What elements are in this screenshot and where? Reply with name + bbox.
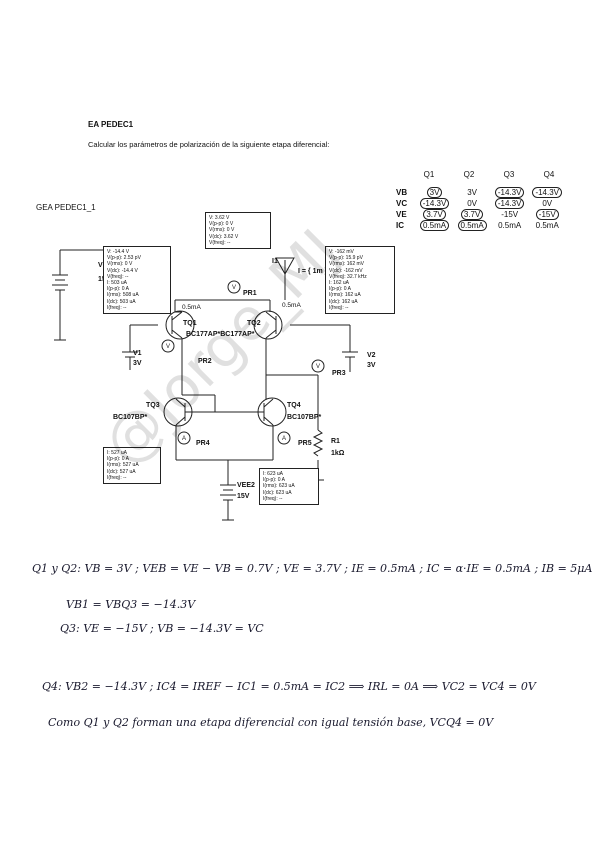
table-cell: 3V [426,187,443,198]
r1-label: R1 [331,438,340,445]
table-cell: 3V [467,188,477,197]
pr5-label: PR5 [298,440,312,447]
vee2-value: 15V [237,493,250,500]
table-cell: 0.5mA [498,221,522,230]
tq3-label: TQ3 [146,402,160,409]
table-cell: -15V [535,209,559,220]
table-row: VC -14.3V 0V -14.3V 0V [396,198,566,209]
table-cell: -14.3V [419,198,450,209]
probe-v-icon: V [232,285,236,291]
q12-model: BC177AP*BC177AP* [186,331,255,338]
table-cell: 0V [467,199,477,208]
pr1-label: PR1 [243,290,257,297]
table-cell: 0V [542,199,553,208]
v2-value: 3V [367,362,376,369]
table-row: IC 0.5mA 0.5mA 0.5mA 0.5mA [396,220,566,231]
document-subtitle: Calcular los parámetros de polarización … [88,140,330,149]
bias-table: Q1 Q2 Q3 Q4 VB 3V 3V -14.3V -14.3V VC -1… [396,170,566,231]
pr2-label: PR2 [198,358,212,365]
circuit-schematic: V V V A A [52,249,358,521]
probe-a-icon: A [182,436,186,442]
pr4-label: PR4 [196,440,210,447]
probe-av-icon: V [316,364,320,370]
table-cell: -14.3V [494,187,525,198]
tq4-label: TQ4 [287,402,301,409]
col-q3: Q3 [503,170,515,179]
q1-current-note: 0.5mA [182,304,201,311]
row-label: VB [396,188,408,197]
table-cell: 3.7V [460,209,484,220]
table-cell: 0.5mA [419,220,450,231]
q2-current-note: 0.5mA [282,302,301,309]
col-q2: Q2 [463,170,475,179]
note-line-5: Como Q1 y Q2 forman una etapa diferencia… [48,716,494,729]
bias-table-header: Q1 Q2 Q3 Q4 [418,170,566,179]
col-q4: Q4 [543,170,555,179]
q3-model: BC107BP* [113,414,148,421]
table-cell: -14.3V [532,187,563,198]
pr3-label: PR3 [332,370,346,377]
tq2-label: TQ2 [247,320,261,327]
table-cell: -15V [501,210,519,219]
table-cell: 0.5mA [535,221,559,230]
table-row: VE 3.7V 3.7V -15V -15V [396,209,566,220]
table-cell: 0.5mA [457,220,487,231]
table-cell: 3.7V [423,209,446,220]
r1-value: 1kΩ [331,450,345,457]
row-label: IC [396,221,404,230]
tq1-label: TQ1 [183,320,197,327]
probe-a-icon: A [282,436,286,442]
row-label: VE [396,210,407,219]
probe-av-icon: V [166,344,170,350]
i1-label: I1 [272,258,278,265]
q4-model: BC107BP* [287,414,322,421]
v2-label: V2 [367,352,376,359]
table-row: VB 3V 3V -14.3V -14.3V [396,187,566,198]
col-q1: Q1 [423,170,435,179]
note-line-4: Q4: VB2 = −14.3V ; IC4 = IREF − IC1 = 0.… [42,680,536,693]
v1-label: V1 [133,350,142,357]
note-line-1: Q1 y Q2: VB = 3V ; VEB = VE − VB = 0.7V … [32,562,593,575]
v1-value: 3V [133,360,142,367]
vee2-label: VEE2 [237,482,255,489]
row-label: VC [396,199,408,208]
note-line-2: VB1 = VBQ3 = −14.3V [66,598,196,611]
table-cell: -14.3V [494,198,525,209]
i1-value: I = { 1m } [298,268,328,275]
note-line-3: Q3: VE = −15V ; VB = −14.3V = VC [60,622,264,635]
circuit-title: GEA PEDEC1_1 [36,203,96,212]
document-title: EA PEDEC1 [88,120,134,129]
